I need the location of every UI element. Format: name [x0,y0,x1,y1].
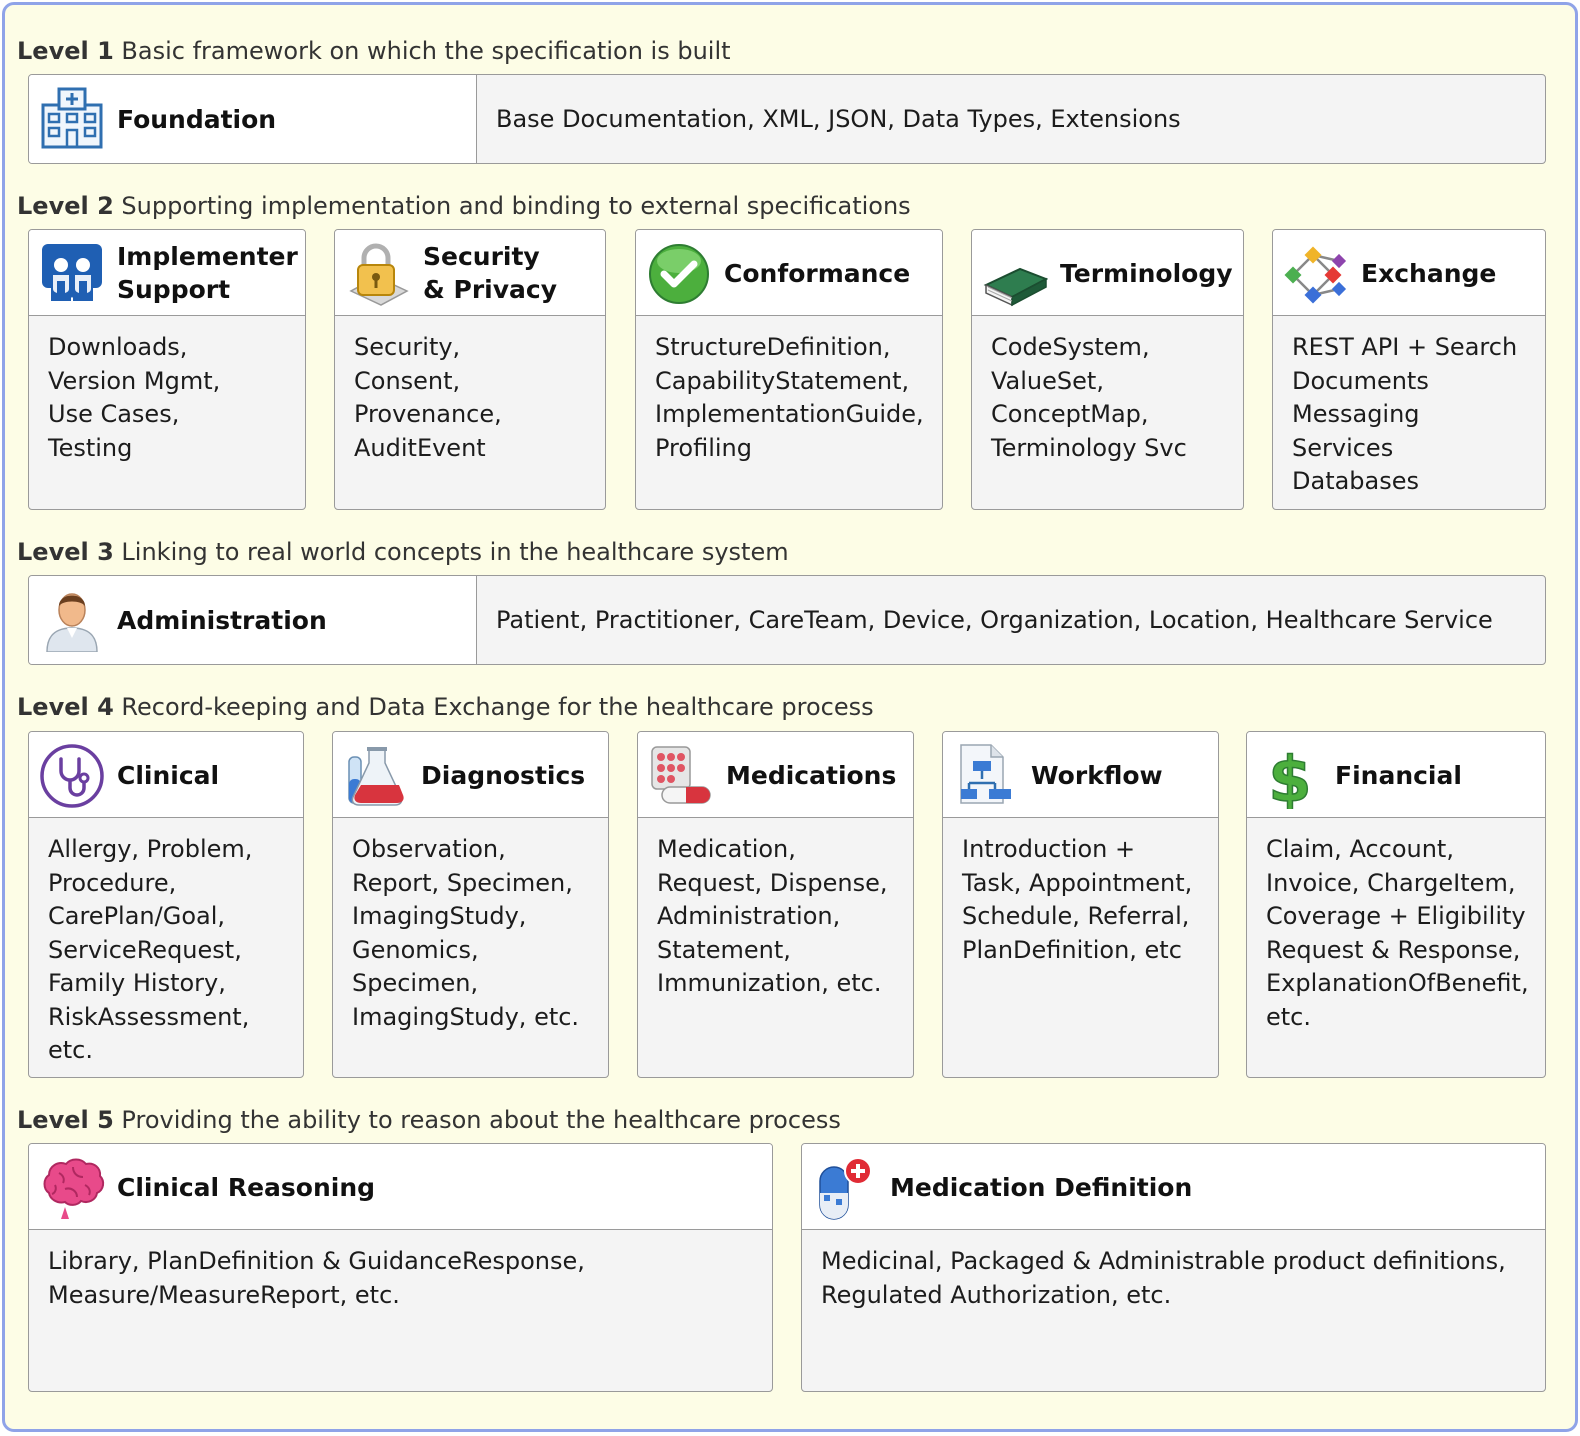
checkmark-icon [646,241,712,307]
level-3-heading: Level 3 Linking to real world concepts i… [17,537,789,567]
network-icon [1283,241,1349,307]
level-label: Level 4 [17,693,114,721]
lock-icon [345,241,411,307]
box-header: Medications [638,732,913,818]
administration-box[interactable]: Administration Patient, Practitioner, Ca… [28,575,1546,665]
box-body: Allergy, Problem, Procedure, CarePlan/Go… [48,835,253,1064]
stethoscope-icon [39,743,105,809]
box-title: Security & Privacy [423,242,558,304]
box-title: Diagnostics [421,760,586,790]
dollar-icon: $ [1257,743,1323,809]
building-icon [39,85,105,151]
level-label: Level 3 [17,538,114,566]
box-body: Security, Consent, Provenance, AuditEven… [354,333,502,462]
terminology-box[interactable]: Terminology CodeSystem, ValueSet, Concep… [971,229,1244,510]
box-title: Administration [117,605,327,635]
box-body: Medicinal, Packaged & Administrable prod… [821,1247,1506,1309]
box-title: Clinical [117,760,220,790]
box-title: Medications [726,760,897,790]
svg-text:$: $ [1268,743,1311,809]
box-header: Administration [29,576,477,664]
pills-icon [648,743,714,809]
box-body: REST API + Search Documents Messaging Se… [1292,333,1518,495]
level-description: Basic framework on which the specificati… [121,37,731,65]
box-title: Implementer Support [117,242,298,304]
level-label: Level 2 [17,192,114,220]
box-title: Clinical Reasoning [117,1172,376,1202]
box-description: Base Documentation, XML, JSON, Data Type… [496,105,1181,133]
level-label: Level 1 [17,37,114,65]
clinical-box[interactable]: Clinical Allergy, Problem, Procedure, Ca… [28,731,304,1078]
level-label: Level 5 [17,1106,114,1134]
box-title: Foundation [117,104,277,134]
box-header: Workflow [943,732,1218,818]
level-5-heading: Level 5 Providing the ability to reason … [17,1105,841,1135]
financial-box[interactable]: $ Financial Claim, Account, Invoice, Cha… [1246,731,1546,1078]
flowchart-icon [953,743,1019,809]
box-body: Claim, Account, Invoice, ChargeItem, Cov… [1266,835,1529,1031]
box-body: Library, PlanDefinition & GuidanceRespon… [48,1247,585,1309]
clinical-reasoning-box[interactable]: Clinical Reasoning Library, PlanDefiniti… [28,1143,773,1392]
box-header: Diagnostics [333,732,608,818]
foundation-box[interactable]: Foundation Base Documentation, XML, JSON… [28,74,1546,164]
implementer-support-box[interactable]: Implementer Support Downloads, Version M… [28,229,306,510]
medication-definition-box[interactable]: Medication Definition Medicinal, Package… [801,1143,1546,1392]
book-icon [982,241,1048,307]
box-header: Conformance [636,230,942,316]
box-body: StructureDefinition, CapabilityStatement… [655,333,924,462]
box-header: Medication Definition [802,1144,1545,1230]
conformance-box[interactable]: Conformance StructureDefinition, Capabil… [635,229,943,510]
capsule-icon [812,1155,878,1221]
test-tubes-icon [343,743,409,809]
security-privacy-box[interactable]: Security & Privacy Security, Consent, Pr… [334,229,606,510]
box-body: Introduction + Task, Appointment, Schedu… [962,835,1193,964]
box-title: Terminology [1060,258,1233,288]
box-title: Medication Definition [890,1172,1193,1202]
medications-box[interactable]: Medications Medication, Request, Dispens… [637,731,914,1078]
box-body: Downloads, Version Mgmt, Use Cases, Test… [48,333,221,462]
level-description: Record-keeping and Data Exchange for the… [121,693,874,721]
level-4-heading: Level 4 Record-keeping and Data Exchange… [17,692,874,722]
exchange-box[interactable]: Exchange REST API + Search Documents Mes… [1272,229,1546,510]
box-body: Medication, Request, Dispense, Administr… [657,835,888,997]
box-description: Patient, Practitioner, CareTeam, Device,… [496,606,1493,634]
box-header: Terminology [972,230,1243,316]
level-description: Supporting implementation and binding to… [121,192,911,220]
level-2-heading: Level 2 Supporting implementation and bi… [17,191,911,221]
box-header: Foundation [29,75,477,163]
level-description: Linking to real world concepts in the he… [121,538,789,566]
box-header: Exchange [1273,230,1545,316]
box-header: Security & Privacy [335,230,605,316]
level-1-heading: Level 1 Basic framework on which the spe… [17,36,731,66]
brain-icon [39,1155,105,1221]
workflow-box[interactable]: Workflow Introduction + Task, Appointmen… [942,731,1219,1078]
box-title: Exchange [1361,258,1497,288]
person-icon [39,586,105,652]
box-title: Workflow [1031,760,1163,790]
box-header: $ Financial [1247,732,1545,818]
people-icon [39,241,105,307]
box-header: Clinical Reasoning [29,1144,772,1230]
diagnostics-box[interactable]: Diagnostics Observation, Report, Specime… [332,731,609,1078]
box-title: Financial [1335,760,1462,790]
box-header: Implementer Support [29,230,305,316]
box-header: Clinical [29,732,303,818]
box-body: Observation, Report, Specimen, ImagingSt… [352,835,580,1031]
level-description: Providing the ability to reason about th… [121,1106,841,1134]
box-title: Conformance [724,258,911,288]
box-body: CodeSystem, ValueSet, ConceptMap, Termin… [991,333,1187,462]
